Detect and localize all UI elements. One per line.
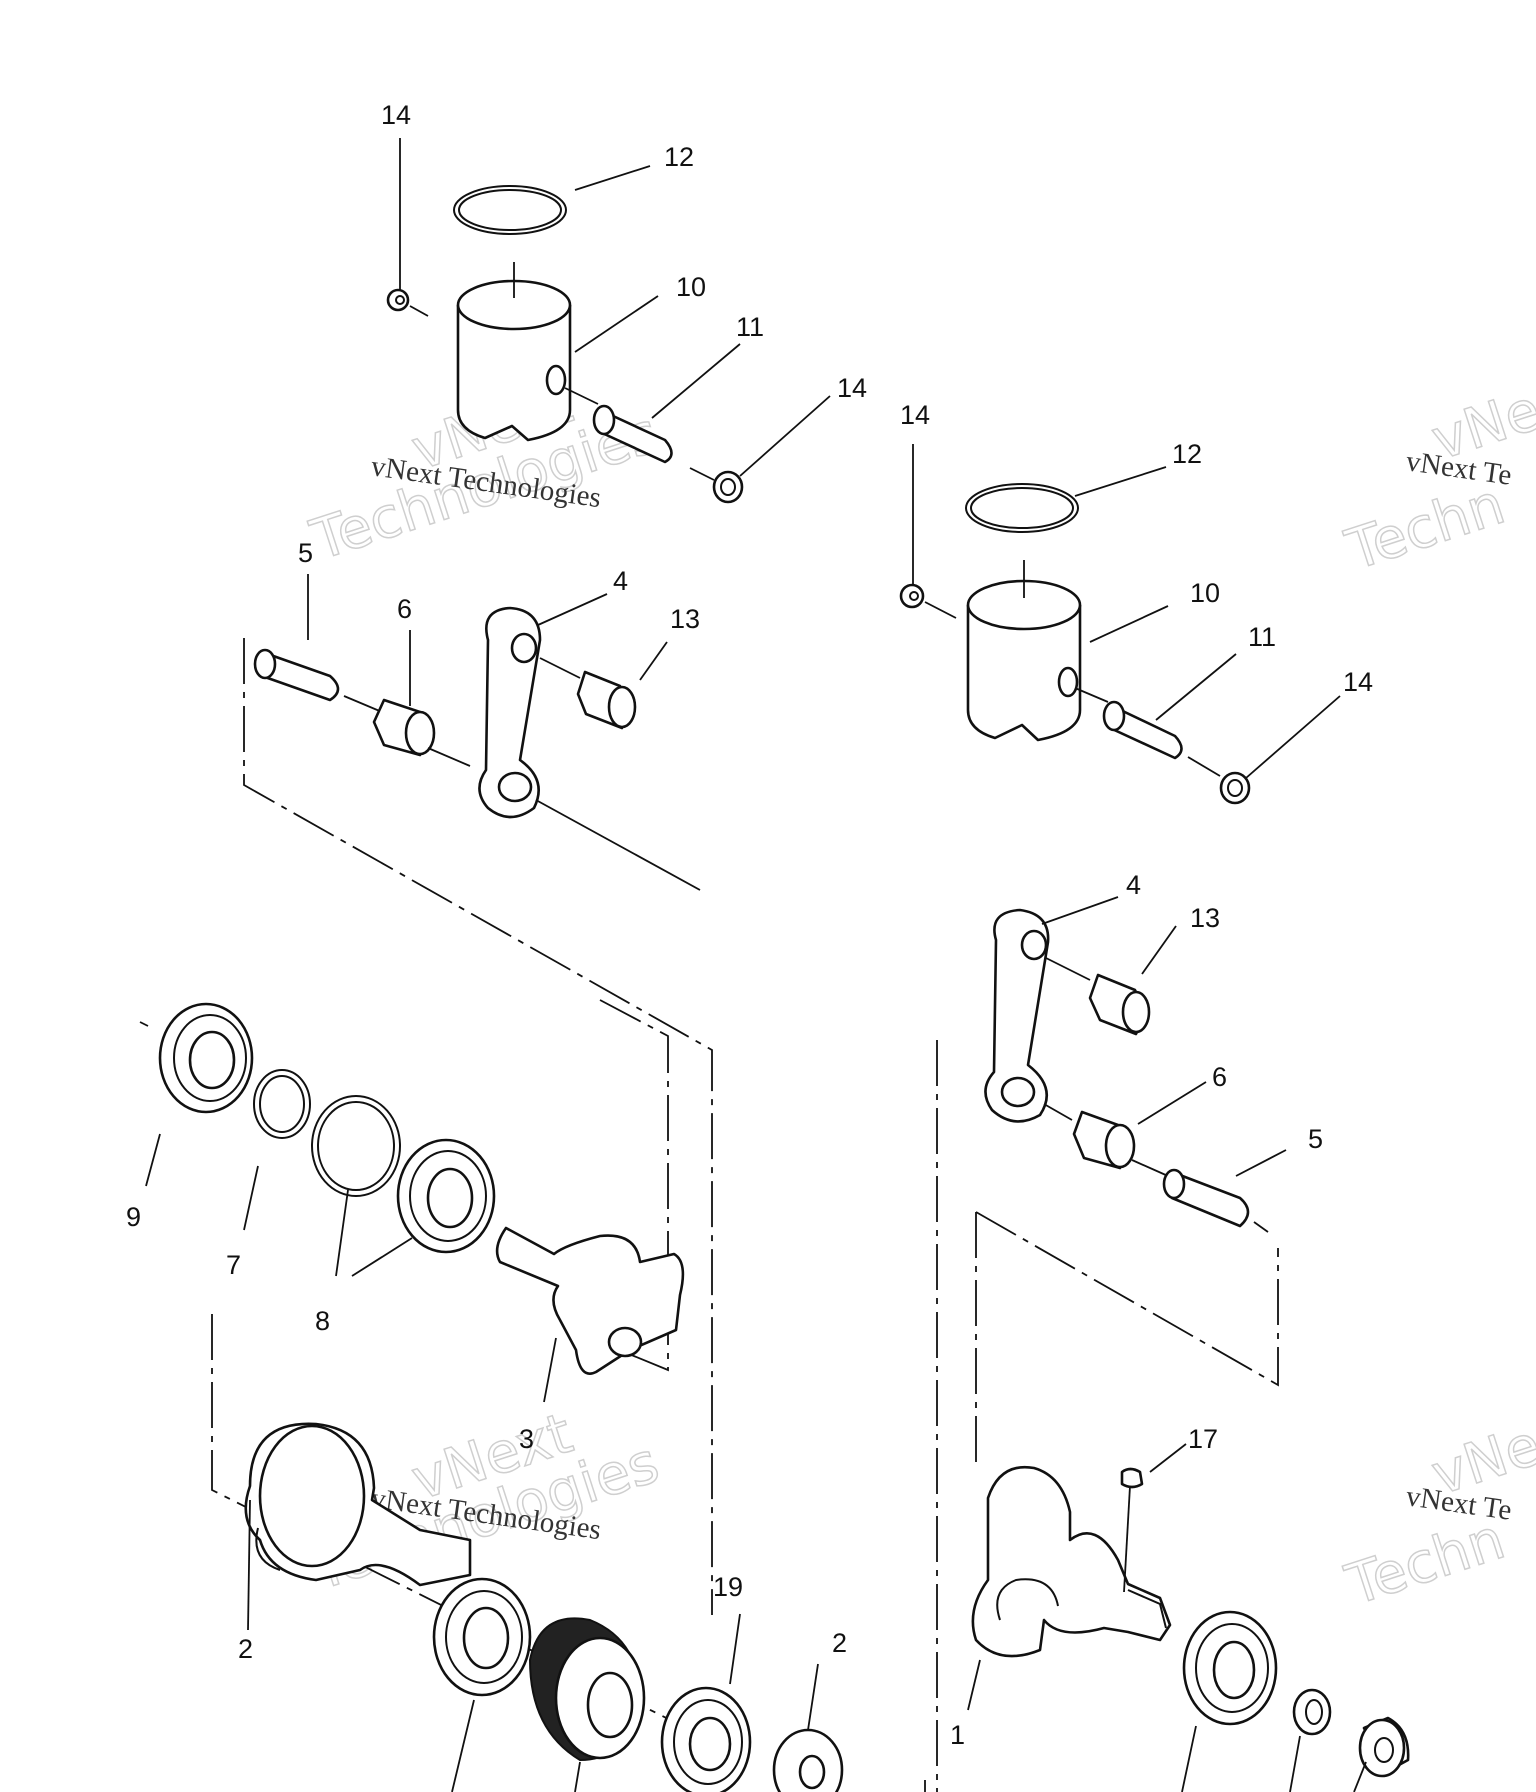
watermark-big-8: Techn [1338,1507,1512,1619]
callout-14-a: 14 [381,100,411,130]
bearing-large-left [139,1002,254,1114]
callout-1: 1 [950,1720,965,1750]
callout-numbers: 14 12 10 11 14 5 6 4 13 14 12 10 11 14 4… [126,100,1373,1750]
callout-14-b: 14 [837,373,867,403]
callout-7: 7 [226,1250,241,1280]
crank-half-right [967,1465,1172,1711]
circlip-upper-left [386,288,429,317]
assembly-guides [211,638,1279,1792]
callout-3: 3 [519,1424,534,1454]
callout-9: 9 [126,1202,141,1232]
callout-12-a: 12 [664,142,694,172]
watermark-big-6: Techn [1338,472,1512,584]
callout-19: 19 [713,1572,743,1602]
callout-17: 17 [1188,1424,1218,1454]
leader-lines [145,138,1367,1792]
circlip-upper-left-2 [689,467,744,504]
crank-pin-upper-left [253,648,383,713]
callout-4-b: 4 [1126,870,1141,900]
crank-half-left [495,1226,685,1403]
callout-11-b: 11 [1248,622,1276,652]
bearing-lower-left [432,1577,532,1697]
crank-pin-right [1162,1168,1269,1233]
callout-10-a: 10 [676,272,706,302]
callout-5-a: 5 [298,538,313,568]
callout-4-a: 4 [613,566,628,596]
needle-bearing-small-right [1088,973,1151,1036]
needle-bearing-right [1072,1110,1169,1177]
crank-end-lower [772,1728,844,1792]
callout-14-c: 14 [900,400,930,430]
callout-13-a: 13 [670,604,700,634]
callout-2-b: 2 [832,1628,847,1658]
woodruff-key [1120,1467,1144,1489]
callout-13-b: 13 [1190,903,1220,933]
piston-ring-upper-left [453,185,567,235]
watermark-upper-right: vNe Techn vNext Te [1338,377,1536,584]
piston-upper-right [966,560,1082,742]
washer-lower-right [1292,1688,1332,1736]
connecting-rod-upper-left [478,606,701,891]
callout-5-b: 5 [1308,1124,1323,1154]
piston-ring-upper-right [965,483,1079,533]
callout-12-b: 12 [1172,439,1202,469]
bearing-lower-right [1182,1610,1278,1726]
callout-8: 8 [315,1306,330,1336]
piston-upper-left [456,262,572,442]
needle-bearing-small-upper-left [576,670,637,730]
callout-11-a: 11 [736,312,764,342]
wrist-pin-upper-right [1074,687,1221,777]
bearing-19 [660,1686,752,1792]
bearing-mid-left [396,1138,496,1254]
callout-10-b: 10 [1190,578,1220,608]
snap-ring-small-left [253,1069,311,1139]
needle-bearing-upper-left [372,698,471,767]
bushing-lower-right [1358,1716,1410,1778]
circlip-upper-right-2 [1219,771,1251,805]
callout-6-b: 6 [1212,1062,1227,1092]
callout-2-a: 2 [238,1634,253,1664]
seal-lower-left [528,1617,646,1762]
connecting-rod-right [984,908,1091,1123]
wrist-pin-upper-left [564,387,673,464]
callout-6-a: 6 [397,594,412,624]
snap-ring-large-left [311,1095,401,1197]
watermark-lower-right: vNe Techn vNext Te [1338,1412,1536,1619]
callout-14-d: 14 [1343,667,1373,697]
crank-half-lower-left [244,1422,472,1587]
circlip-upper-right [899,583,957,619]
